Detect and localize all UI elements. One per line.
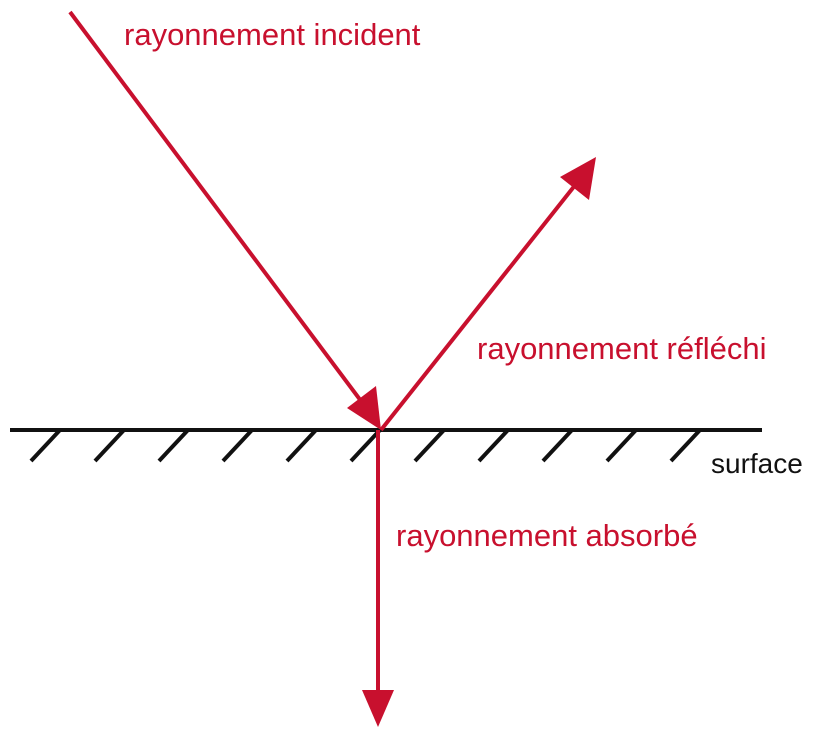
absorbed-arrowhead [362, 690, 394, 727]
hatch-mark [285, 428, 318, 463]
incident-arrow [68, 10, 381, 430]
label-incident: rayonnement incident [124, 17, 421, 52]
hatch-mark [221, 428, 254, 463]
hatch-mark [349, 428, 382, 463]
absorbed-arrow [362, 430, 394, 727]
hatch-mark [157, 428, 190, 463]
hatch-mark [93, 428, 126, 463]
hatch-mark [541, 428, 574, 463]
hatch-mark [669, 428, 702, 463]
label-surface: surface [711, 448, 803, 479]
label-absorbed: rayonnement absorbé [396, 518, 698, 553]
reflected-arrowhead [560, 157, 596, 200]
incident-ray-line [68, 10, 366, 407]
hatch-mark [413, 428, 446, 463]
hatch-mark [29, 428, 62, 463]
reflected-ray-line [379, 182, 578, 432]
hatch-mark [605, 428, 638, 463]
surface-hatching [29, 428, 702, 463]
label-reflected: rayonnement réfléchi [477, 331, 767, 366]
reflected-arrow [379, 157, 596, 432]
hatch-mark [477, 428, 510, 463]
incident-arrowhead [347, 386, 381, 430]
